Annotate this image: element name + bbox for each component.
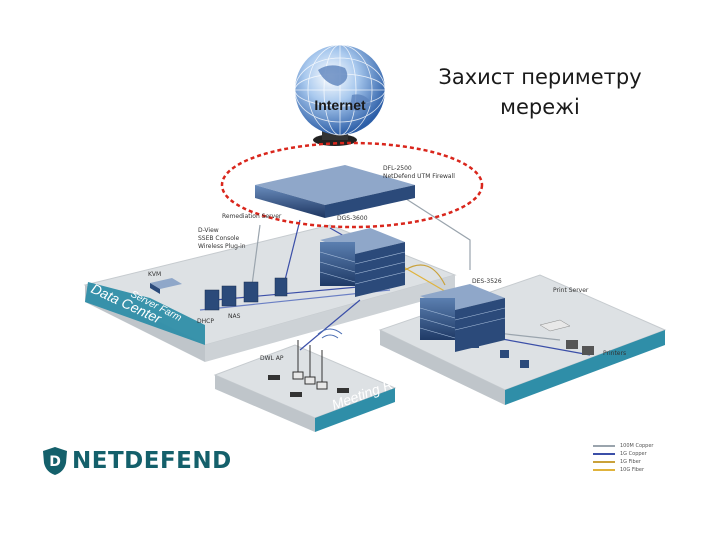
legend-label: 1G Fiber (620, 459, 641, 465)
legend-swatch (593, 445, 615, 447)
laptop-icons (268, 375, 349, 397)
legend-item: 10G Fiber (593, 466, 683, 474)
title-line-1: Захист периметру (438, 65, 642, 89)
dview-sseb-label: SSEB Console (198, 235, 240, 242)
firewall-model-label: DFL-2500 (383, 165, 412, 172)
print-server-label: Print Server (553, 287, 589, 294)
dview-wireless-label: Wireless Plug-in (198, 243, 246, 250)
svg-text:D: D (49, 454, 61, 470)
core-switch-label: DGS-3600 (337, 215, 368, 222)
legend-label: 100M Copper (620, 443, 654, 449)
legend-label: 10G Fiber (620, 467, 645, 473)
title-line-2: мережі (500, 95, 580, 119)
logo-text: NETDEFEND (72, 448, 232, 474)
firewall-desc-label: NetDefend UTM Firewall (383, 173, 455, 180)
internet-globe-icon (294, 44, 386, 146)
access-point-label: DWL AP (260, 355, 284, 362)
branch-switch-label: DES-3526 (472, 278, 502, 285)
server-farm-units (204, 277, 288, 311)
cable-legend: 100M Copper 1G Copper 1G Fiber 10G Fiber (593, 442, 683, 474)
dview-label: D-View (198, 227, 219, 234)
printer-icons (566, 340, 594, 355)
internet-label: Internet (314, 97, 366, 113)
legend-swatch (593, 453, 615, 455)
firewall-highlight-ring (220, 141, 484, 229)
legend-swatch (593, 469, 615, 471)
branch-switch-stack (419, 284, 506, 352)
fileserver-label: DHCP (197, 318, 214, 325)
kvm-label: KVM (148, 271, 161, 278)
shield-icon: D (43, 447, 67, 475)
remediation-server-label: Remediation Server (222, 213, 282, 220)
legend-swatch (593, 461, 615, 463)
wireless-waves-icon (317, 328, 343, 339)
kvm-device (150, 278, 182, 294)
printers-label: Printers (603, 350, 626, 357)
legend-item: 100M Copper (593, 442, 683, 450)
netdefend-logo: D NETDEFEND (42, 446, 232, 476)
legend-label: 1G Copper (620, 451, 647, 457)
access-points (292, 340, 328, 390)
legend-item: 1G Fiber (593, 458, 683, 466)
print-server-device (539, 319, 571, 332)
core-switch-stack (319, 228, 406, 297)
utm-firewall-device (255, 165, 415, 218)
legend-item: 1G Copper (593, 450, 683, 458)
office-pcs (470, 340, 529, 368)
main-office-platform (378, 274, 667, 405)
slide-title: Захист периметру мережі (415, 62, 665, 122)
nas-label: NAS (228, 313, 241, 320)
